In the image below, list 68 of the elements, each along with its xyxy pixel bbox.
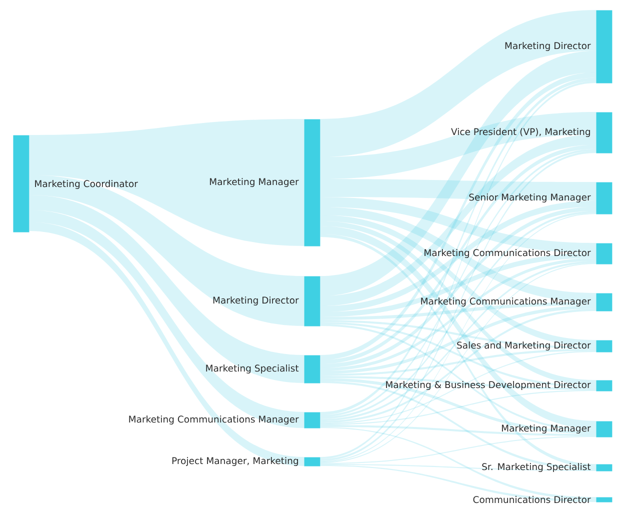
flow-ribbon	[320, 179, 596, 201]
flow-ribbon	[320, 305, 596, 374]
node-label: Marketing Specialist	[206, 364, 299, 374]
flow-ribbon	[320, 221, 596, 386]
node-label: Marketing Communications Manager	[129, 416, 299, 424]
sankey-bar	[304, 119, 320, 246]
sankey-bar	[596, 243, 612, 264]
flow-ribbon	[29, 175, 304, 326]
flow-ribbon	[320, 206, 596, 368]
sankey-bar	[596, 340, 612, 352]
flow-ribbon	[320, 348, 596, 376]
flow-ribbon	[320, 302, 596, 320]
sankey-bar	[596, 497, 612, 502]
flow-ribbon	[320, 324, 596, 431]
flow-ribbon	[29, 195, 304, 383]
node-label: Senior Marketing Manager	[469, 194, 591, 202]
node-label: Sr. Marketing Specialist	[482, 463, 591, 472]
sankey-bar	[304, 355, 320, 384]
node-label: Marketing & Business Development Director	[386, 381, 591, 390]
sankey-bar	[596, 421, 612, 438]
node-label: Communications Director	[473, 496, 591, 504]
node-label: Marketing Director	[213, 296, 299, 306]
sankey-bar	[596, 182, 612, 214]
flow-ribbon	[320, 436, 596, 464]
node-label: Marketing Communications Manager	[421, 298, 591, 306]
flow-ribbon	[320, 253, 596, 317]
sankey-bar	[304, 412, 320, 428]
node-label: Project Manager, Marketing	[172, 457, 298, 466]
sankey-bar	[596, 293, 612, 312]
flow-ribbon	[320, 350, 596, 424]
flow-ribbon	[29, 119, 304, 246]
flow-ribbon	[320, 144, 596, 364]
flow-ribbon	[320, 50, 596, 296]
sankey-bar	[596, 10, 612, 84]
flow-ribbon	[320, 381, 596, 470]
sankey-bar	[13, 135, 30, 232]
flow-ribbon	[320, 10, 596, 157]
node-label: Vice President (VP), Marketing	[451, 128, 590, 137]
node-label: Marketing Coordinator	[35, 180, 138, 189]
flow-ribbon	[320, 320, 596, 349]
flow-ribbon	[320, 465, 596, 502]
flow-ribbon	[320, 376, 596, 390]
flow-ribbon	[320, 378, 596, 434]
flow-ribbon	[29, 210, 304, 428]
flow-ribbon	[320, 261, 596, 421]
sankey-bar	[596, 112, 612, 154]
sankey-bar	[304, 276, 320, 326]
flow-ribbon	[320, 427, 596, 500]
flow-ribbon	[320, 72, 596, 360]
flow-ribbon	[320, 322, 596, 388]
sankey-bar	[596, 380, 612, 392]
flow-ribbon	[29, 222, 304, 466]
flow-ribbon	[320, 258, 596, 371]
node-label: Sales and Marketing Director	[457, 342, 591, 350]
flow-ribbon	[320, 390, 596, 425]
sankey-bar	[304, 457, 320, 466]
flow-ribbon	[320, 425, 596, 436]
flow-ribbon	[320, 134, 596, 306]
sankey-bar	[596, 464, 612, 472]
flow-ribbon	[320, 464, 596, 471]
node-label: Marketing Director	[505, 42, 591, 51]
node-label: Marketing Manager	[210, 178, 299, 187]
node-label: Marketing Communications Director	[424, 249, 591, 258]
flow-ribbon	[320, 308, 596, 423]
flow-ribbon	[320, 215, 596, 347]
flow-ribbon	[320, 112, 596, 179]
node-label: Marketing Manager	[502, 424, 591, 434]
flow-ribbon	[320, 197, 596, 253]
